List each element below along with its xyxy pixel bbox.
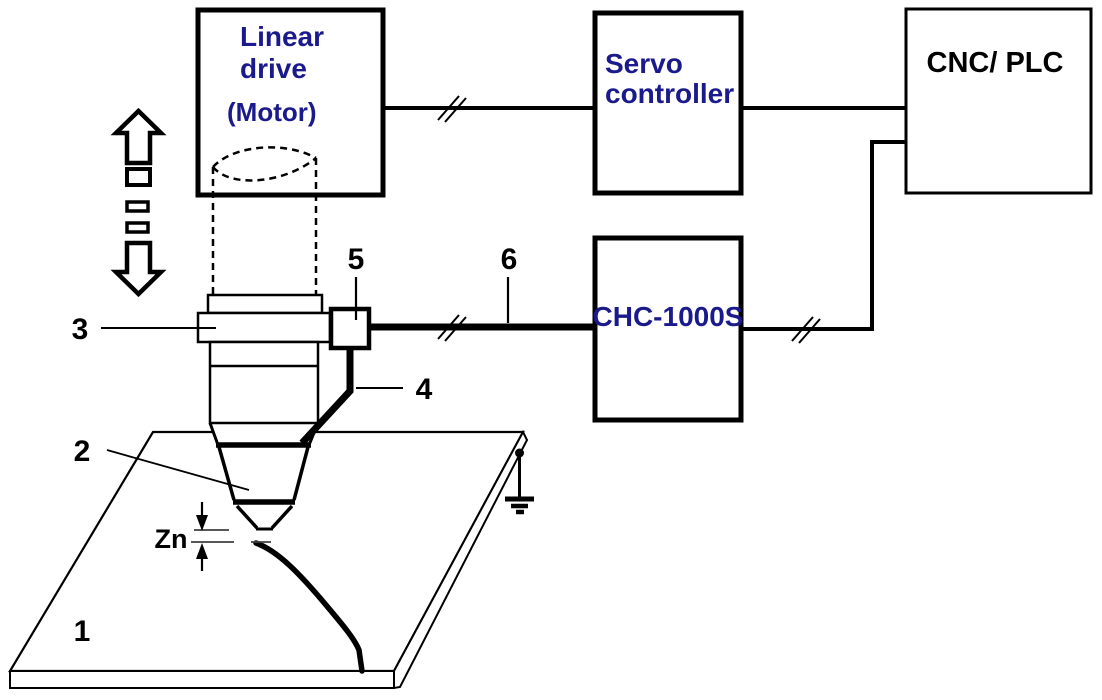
tip-left-edge — [235, 504, 259, 530]
cable-break-marks — [437, 95, 821, 344]
plate-front-face — [9, 670, 395, 689]
ground-icon — [505, 448, 534, 515]
sensor-cable-drop — [299, 348, 354, 446]
cnc-plc-outline — [904, 7, 1093, 195]
torch-collar — [206, 293, 324, 315]
flare-left-edge — [208, 422, 220, 446]
torch-body — [208, 340, 320, 425]
callout-6: 6 — [501, 243, 518, 323]
callout-3: 3 — [72, 313, 216, 346]
chc-1000s-box: CHC-1000S — [592, 235, 744, 423]
chc-1000s-label: CHC-1000S — [593, 301, 744, 332]
break-mark-2a — [437, 314, 460, 340]
linear-drive-label-3: (Motor) — [227, 97, 317, 127]
standoff-label: Zn — [155, 524, 188, 554]
break-mark-3a — [791, 316, 814, 342]
connection-lines — [369, 106, 906, 331]
linear-drive-outline — [195, 7, 386, 198]
break-mark-3b — [798, 318, 821, 344]
cnc-plc-label: CNC/ PLC — [927, 47, 1064, 79]
plate-side-face — [393, 429, 529, 690]
servo-controller-label-1: Servo — [605, 48, 683, 79]
break-mark-1b — [444, 97, 467, 123]
servo-controller-label-2: controller — [605, 78, 734, 109]
cone-left-edge — [217, 446, 236, 501]
sensor-connector-box — [328, 306, 372, 351]
servo-controller-box: Servo controller — [592, 10, 744, 196]
standoff-dimension: Zn — [155, 502, 271, 571]
arrow-dash-2 — [125, 200, 150, 213]
callout-1-label: 1 — [74, 615, 91, 648]
callout-3-label: 3 — [72, 313, 89, 346]
cnc-plc-box: CNC/ PLC — [904, 7, 1093, 195]
cut-path-curve — [253, 540, 365, 674]
tip-right-edge — [270, 504, 294, 530]
sensor-ring — [196, 311, 332, 344]
callout-5-label: 5 — [348, 243, 365, 276]
callout-4-label: 4 — [416, 373, 433, 406]
servo-controller-outline — [592, 10, 744, 196]
arrow-dash-1 — [125, 167, 152, 187]
callout-2-label: 2 — [74, 435, 91, 468]
callout-2: 2 — [74, 435, 250, 491]
rod-break-upper — [212, 146, 317, 168]
ground-dot — [515, 448, 524, 458]
callout-2-pointer — [106, 449, 250, 491]
callout-6-label: 6 — [501, 243, 518, 276]
rod-break-lower — [212, 157, 317, 182]
linear-drive-label-2: drive — [240, 53, 307, 84]
callout-4: 4 — [356, 373, 433, 406]
arrow-dash-3 — [125, 221, 150, 234]
break-mark-1a — [437, 95, 460, 121]
callout-5: 5 — [348, 243, 365, 320]
linear-drive-box: Linear drive (Motor) — [195, 7, 386, 198]
up-arrow — [110, 107, 167, 166]
callout-1: 1 — [74, 615, 91, 648]
linear-drive-label-1: Linear — [240, 21, 324, 52]
dim-arrow-upper-head — [196, 515, 208, 531]
break-mark-2b — [444, 316, 467, 342]
up-down-motion-icon — [110, 107, 167, 298]
motor-rod-dashed — [211, 146, 318, 295]
wire-chc-to-cnc — [743, 140, 906, 331]
workpiece-plate — [8, 429, 529, 690]
dim-arrow-lower-head — [196, 543, 208, 559]
chc-1000s-outline — [592, 235, 744, 423]
cone-right-edge — [292, 446, 310, 501]
down-arrow — [110, 240, 167, 298]
